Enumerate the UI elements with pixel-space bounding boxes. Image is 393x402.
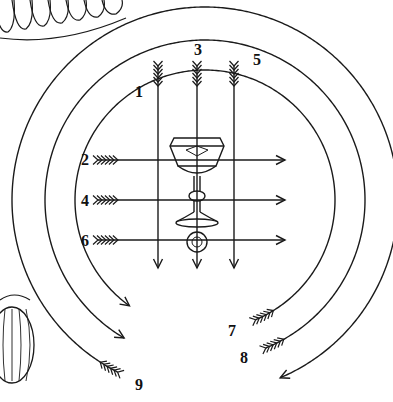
horizontal-arrow-0: [93, 156, 285, 165]
inner-circle-arrow: [75, 70, 335, 326]
vertical-arrow-0: [154, 61, 163, 268]
callout-number: 2: [81, 152, 89, 168]
outer-circle-arrow: [12, 7, 393, 378]
vertical-arrow-1: [193, 61, 202, 268]
callout-number: 7: [228, 323, 236, 339]
callout-number: 4: [81, 193, 89, 209]
bulb-ornament: [0, 295, 34, 383]
middle-circle-arrow: [45, 40, 365, 354]
callout-number: 8: [240, 350, 248, 366]
horizontal-arrow-2: [93, 236, 285, 245]
horizontal-arrow-1: [93, 196, 285, 205]
callout-number: 3: [194, 42, 202, 58]
callout-number: 6: [81, 233, 89, 249]
callout-number: 5: [253, 52, 261, 68]
callout-number: 9: [135, 377, 143, 393]
vertical-arrow-2: [230, 61, 239, 268]
callout-number: 1: [135, 84, 143, 100]
